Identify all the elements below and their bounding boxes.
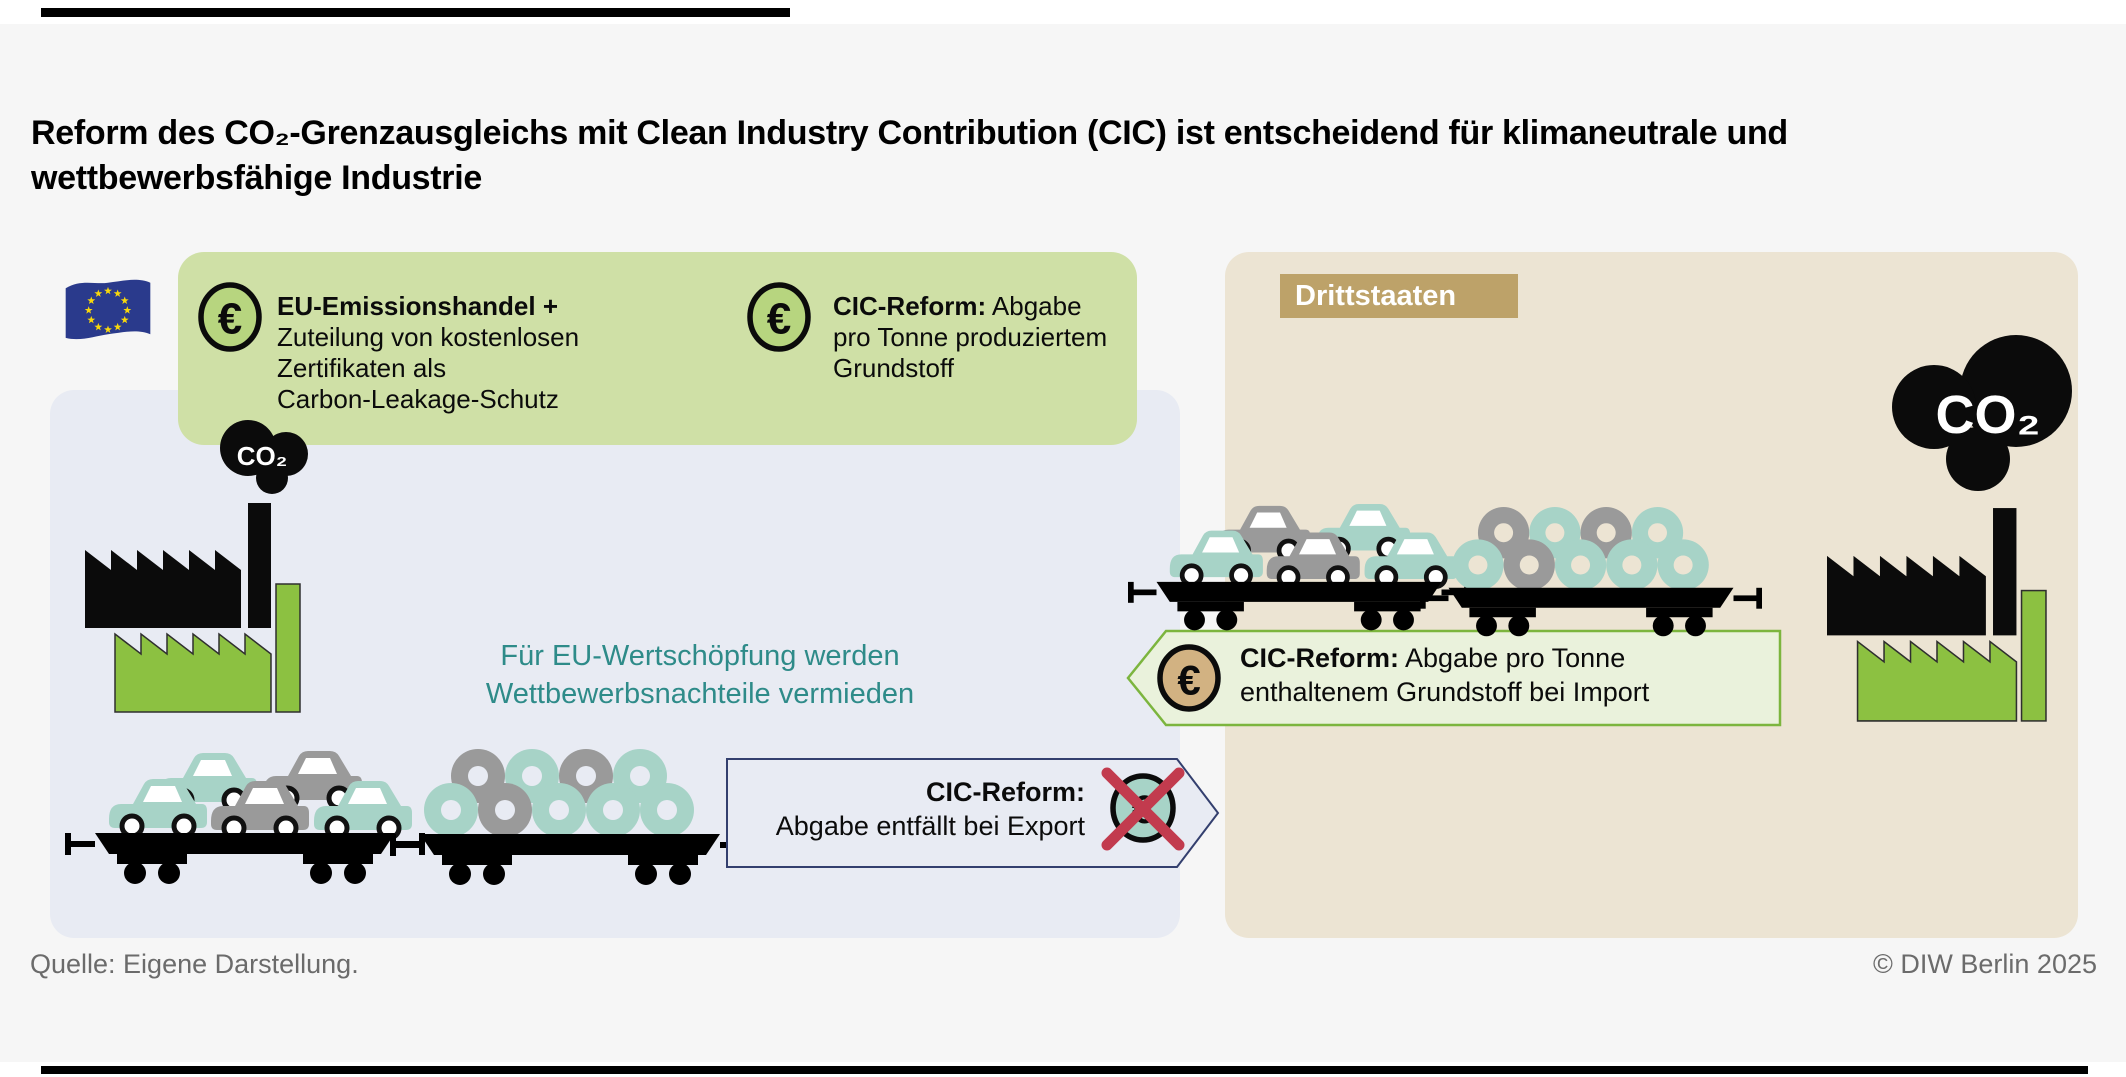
import-arrow-text: CIC-Reform: Abgabe pro Tonne enthaltenem… xyxy=(1240,641,1649,709)
cic-bold: CIC-Reform: xyxy=(833,291,987,321)
drittstaaten-label: Drittstaaten xyxy=(1280,274,1518,318)
ets-text: EU-Emissionshandel + Zuteilung von koste… xyxy=(277,291,579,415)
co2-label: CO₂ xyxy=(1936,385,2041,445)
import-line-2: enthaltenem Grundstoff bei Import xyxy=(1240,677,1650,707)
cic-production-text: CIC-Reform: Abgabe pro Tonne produzierte… xyxy=(833,291,1107,384)
freight-wagon-coils-icon xyxy=(390,749,750,885)
import-arrow xyxy=(1126,629,1782,727)
title-line-2: wettbewerbsfähige Industrie xyxy=(31,159,482,197)
figure-title: Reform des CO₂-Grenzausgleichs mit Clean… xyxy=(31,111,2091,201)
euro-coin-icon: € xyxy=(747,282,811,352)
bottom-rule xyxy=(41,1066,2088,1074)
ets-line: Zertifikaten als xyxy=(277,353,447,383)
benefit-text: Für EU-Wertschöpfung werden Wettbewerbsn… xyxy=(440,637,960,713)
benefit-line-1: Für EU-Wertschöpfung werden xyxy=(500,640,900,672)
top-rule xyxy=(41,8,790,17)
euro-glyph: € xyxy=(218,295,242,344)
cic-line: pro Tonne produziertem xyxy=(833,322,1108,352)
export-line-2: Abgabe entfällt bei Export xyxy=(775,811,1085,841)
euro-glyph: € xyxy=(767,295,791,344)
export-arrow xyxy=(726,758,1220,868)
factory-icon xyxy=(84,502,301,713)
freight-wagon-cars-icon xyxy=(1128,500,1470,631)
euro-glyph: € xyxy=(1177,657,1200,704)
policy-box xyxy=(178,252,1137,445)
co2-label: CO₂ xyxy=(237,441,288,471)
co2-cloud-icon: CO₂ xyxy=(1892,335,2072,491)
import-bold: CIC-Reform: xyxy=(1240,643,1399,673)
ets-bold: EU-Emissionshandel + xyxy=(277,291,559,321)
benefit-line-2: Wettbewerbsnachteile vermieden xyxy=(485,678,915,710)
eu-flag-icon xyxy=(65,279,151,340)
euro-coin-icon: € xyxy=(198,282,262,352)
cic-rest: Abgabe xyxy=(986,291,1082,321)
import-rest: Abgabe pro Tonne xyxy=(1399,643,1626,673)
title-line-1: Reform des CO₂-Grenzausgleichs mit Clean… xyxy=(31,114,1788,152)
ets-line: Zuteilung von kostenlosen xyxy=(277,322,580,352)
euro-coin-icon: € xyxy=(1157,644,1221,712)
cic-line: Grundstoff xyxy=(833,353,954,383)
copyright-note: © DIW Berlin 2025 xyxy=(1873,949,2097,979)
crossed-out-icon xyxy=(1101,767,1185,851)
factory-icon xyxy=(1826,507,2047,722)
freight-wagon-coils-icon xyxy=(1420,507,1762,637)
freight-wagon-cars-icon xyxy=(65,747,425,884)
source-note: Quelle: Eigene Darstellung. xyxy=(30,949,359,979)
export-bold: CIC-Reform: xyxy=(926,777,1085,807)
co2-cloud-icon: CO₂ xyxy=(220,420,308,494)
export-arrow-text: CIC-Reform: Abgabe entfällt bei Export xyxy=(776,775,1085,843)
ets-line: Carbon-Leakage-Schutz xyxy=(277,384,559,414)
